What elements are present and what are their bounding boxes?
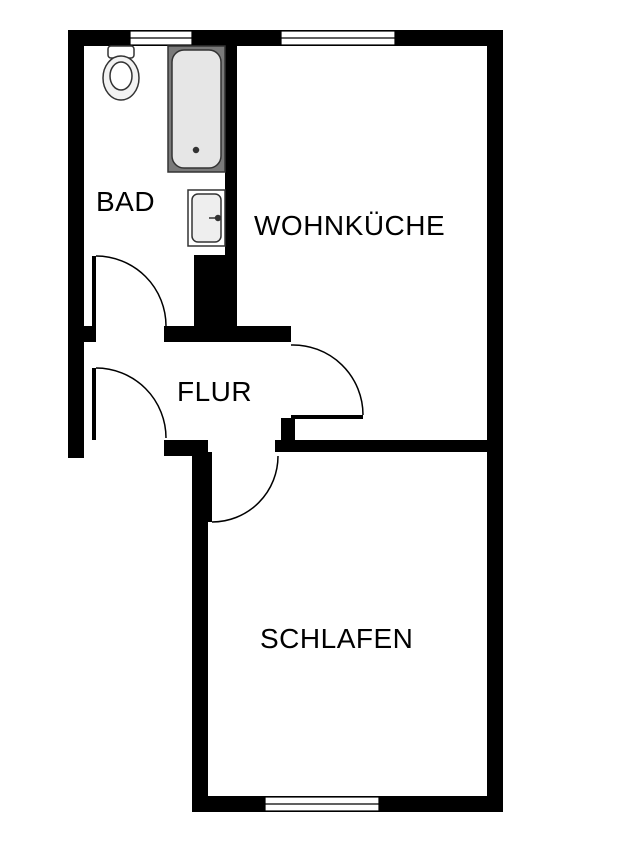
door-entrance [92,367,167,440]
bathtub-icon [167,45,226,173]
doors [92,255,364,523]
toilet-icon [102,45,140,101]
windows [129,30,396,812]
door-wohnkueche [290,344,364,419]
door-bad [92,255,167,328]
wall-wohn-schlafen [281,440,503,452]
window-bad [129,30,193,46]
walls [68,30,503,812]
fixtures [102,45,226,247]
wall-step [164,440,208,456]
sink-icon [187,189,226,247]
wall-left-upper [68,30,84,328]
wall-bad-wohn [225,30,237,328]
window-schlafen [264,796,380,812]
wall-flur-schlafen-jamb [275,440,295,452]
wall-flur-wohn-jamb [281,418,295,440]
wall-flur-wohn [235,326,291,342]
wall-bad-block [194,255,237,328]
wall-bad-flur-left [84,326,96,342]
wall-bad-flur [164,326,237,342]
room-label-wohnkueche: WOHNKÜCHE [254,210,446,241]
wall-schlafen-left [192,440,208,812]
room-label-schlafen: SCHLAFEN [260,623,414,654]
room-label-bad: BAD [96,186,156,217]
room-label-flur: FLUR [177,376,253,407]
door-schlafen [208,452,279,523]
wall-left-lower [68,328,84,458]
wall-right [487,30,503,812]
window-wohnkueche [280,30,396,46]
